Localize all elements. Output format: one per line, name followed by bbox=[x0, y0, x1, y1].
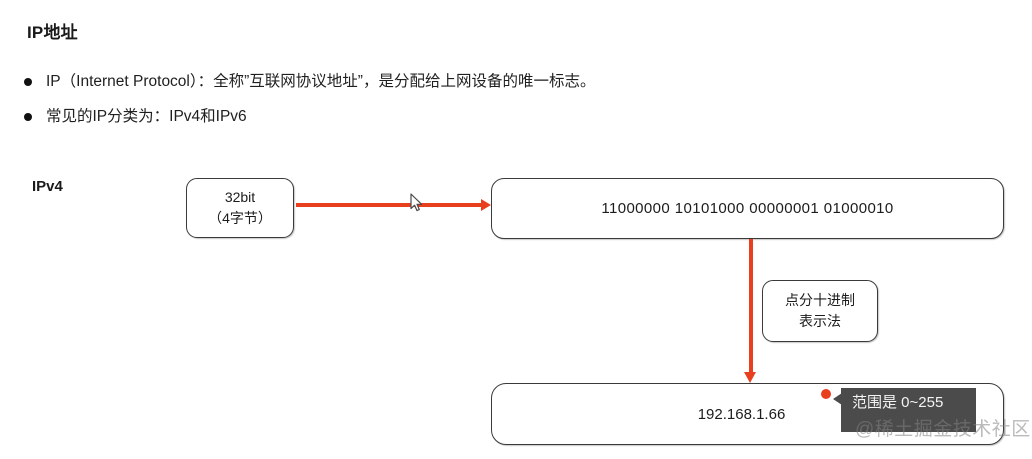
range-tooltip: 范围是 0~255 bbox=[833, 388, 976, 432]
node-notation-line1: 点分十进制 bbox=[785, 292, 855, 308]
arrow-right-icon bbox=[296, 198, 491, 211]
list-item-text: IP（Internet Protocol）：全称”互联网协议地址”，是分配给上网… bbox=[46, 73, 596, 90]
node-bit-size-line1: 32bit bbox=[224, 189, 256, 205]
node-bit-size[interactable]: 32bit （4字节） bbox=[186, 178, 294, 238]
node-notation-line2: 表示法 bbox=[799, 313, 841, 329]
node-binary-value[interactable]: 11000000 10101000 00000001 01000010 bbox=[491, 178, 1004, 239]
bullet-circle-icon bbox=[24, 113, 32, 121]
mouse-cursor-icon bbox=[410, 193, 424, 212]
page-title: IP地址 bbox=[27, 23, 78, 42]
annotation-marker-dot-icon[interactable] bbox=[821, 389, 831, 399]
list-item-text: 常见的IP分类为：IPv4和IPv6 bbox=[46, 108, 247, 125]
list-item: IP（Internet Protocol）：全称”互联网协议地址”，是分配给上网… bbox=[24, 71, 595, 93]
range-tooltip-text: 范围是 0~255 bbox=[852, 394, 944, 411]
binary-value-text: 11000000 10101000 00000001 01000010 bbox=[601, 200, 894, 217]
diagram-section-label: IPv4 bbox=[32, 178, 63, 195]
ip-address-text: 192.168.1.66 bbox=[697, 405, 786, 423]
bullet-circle-icon bbox=[24, 78, 32, 86]
node-bit-size-line2: （4字节） bbox=[208, 210, 272, 226]
arrow-down-icon bbox=[744, 239, 756, 383]
list-item: 常见的IP分类为：IPv4和IPv6 bbox=[24, 106, 247, 128]
node-notation[interactable]: 点分十进制 表示法 bbox=[762, 280, 878, 342]
